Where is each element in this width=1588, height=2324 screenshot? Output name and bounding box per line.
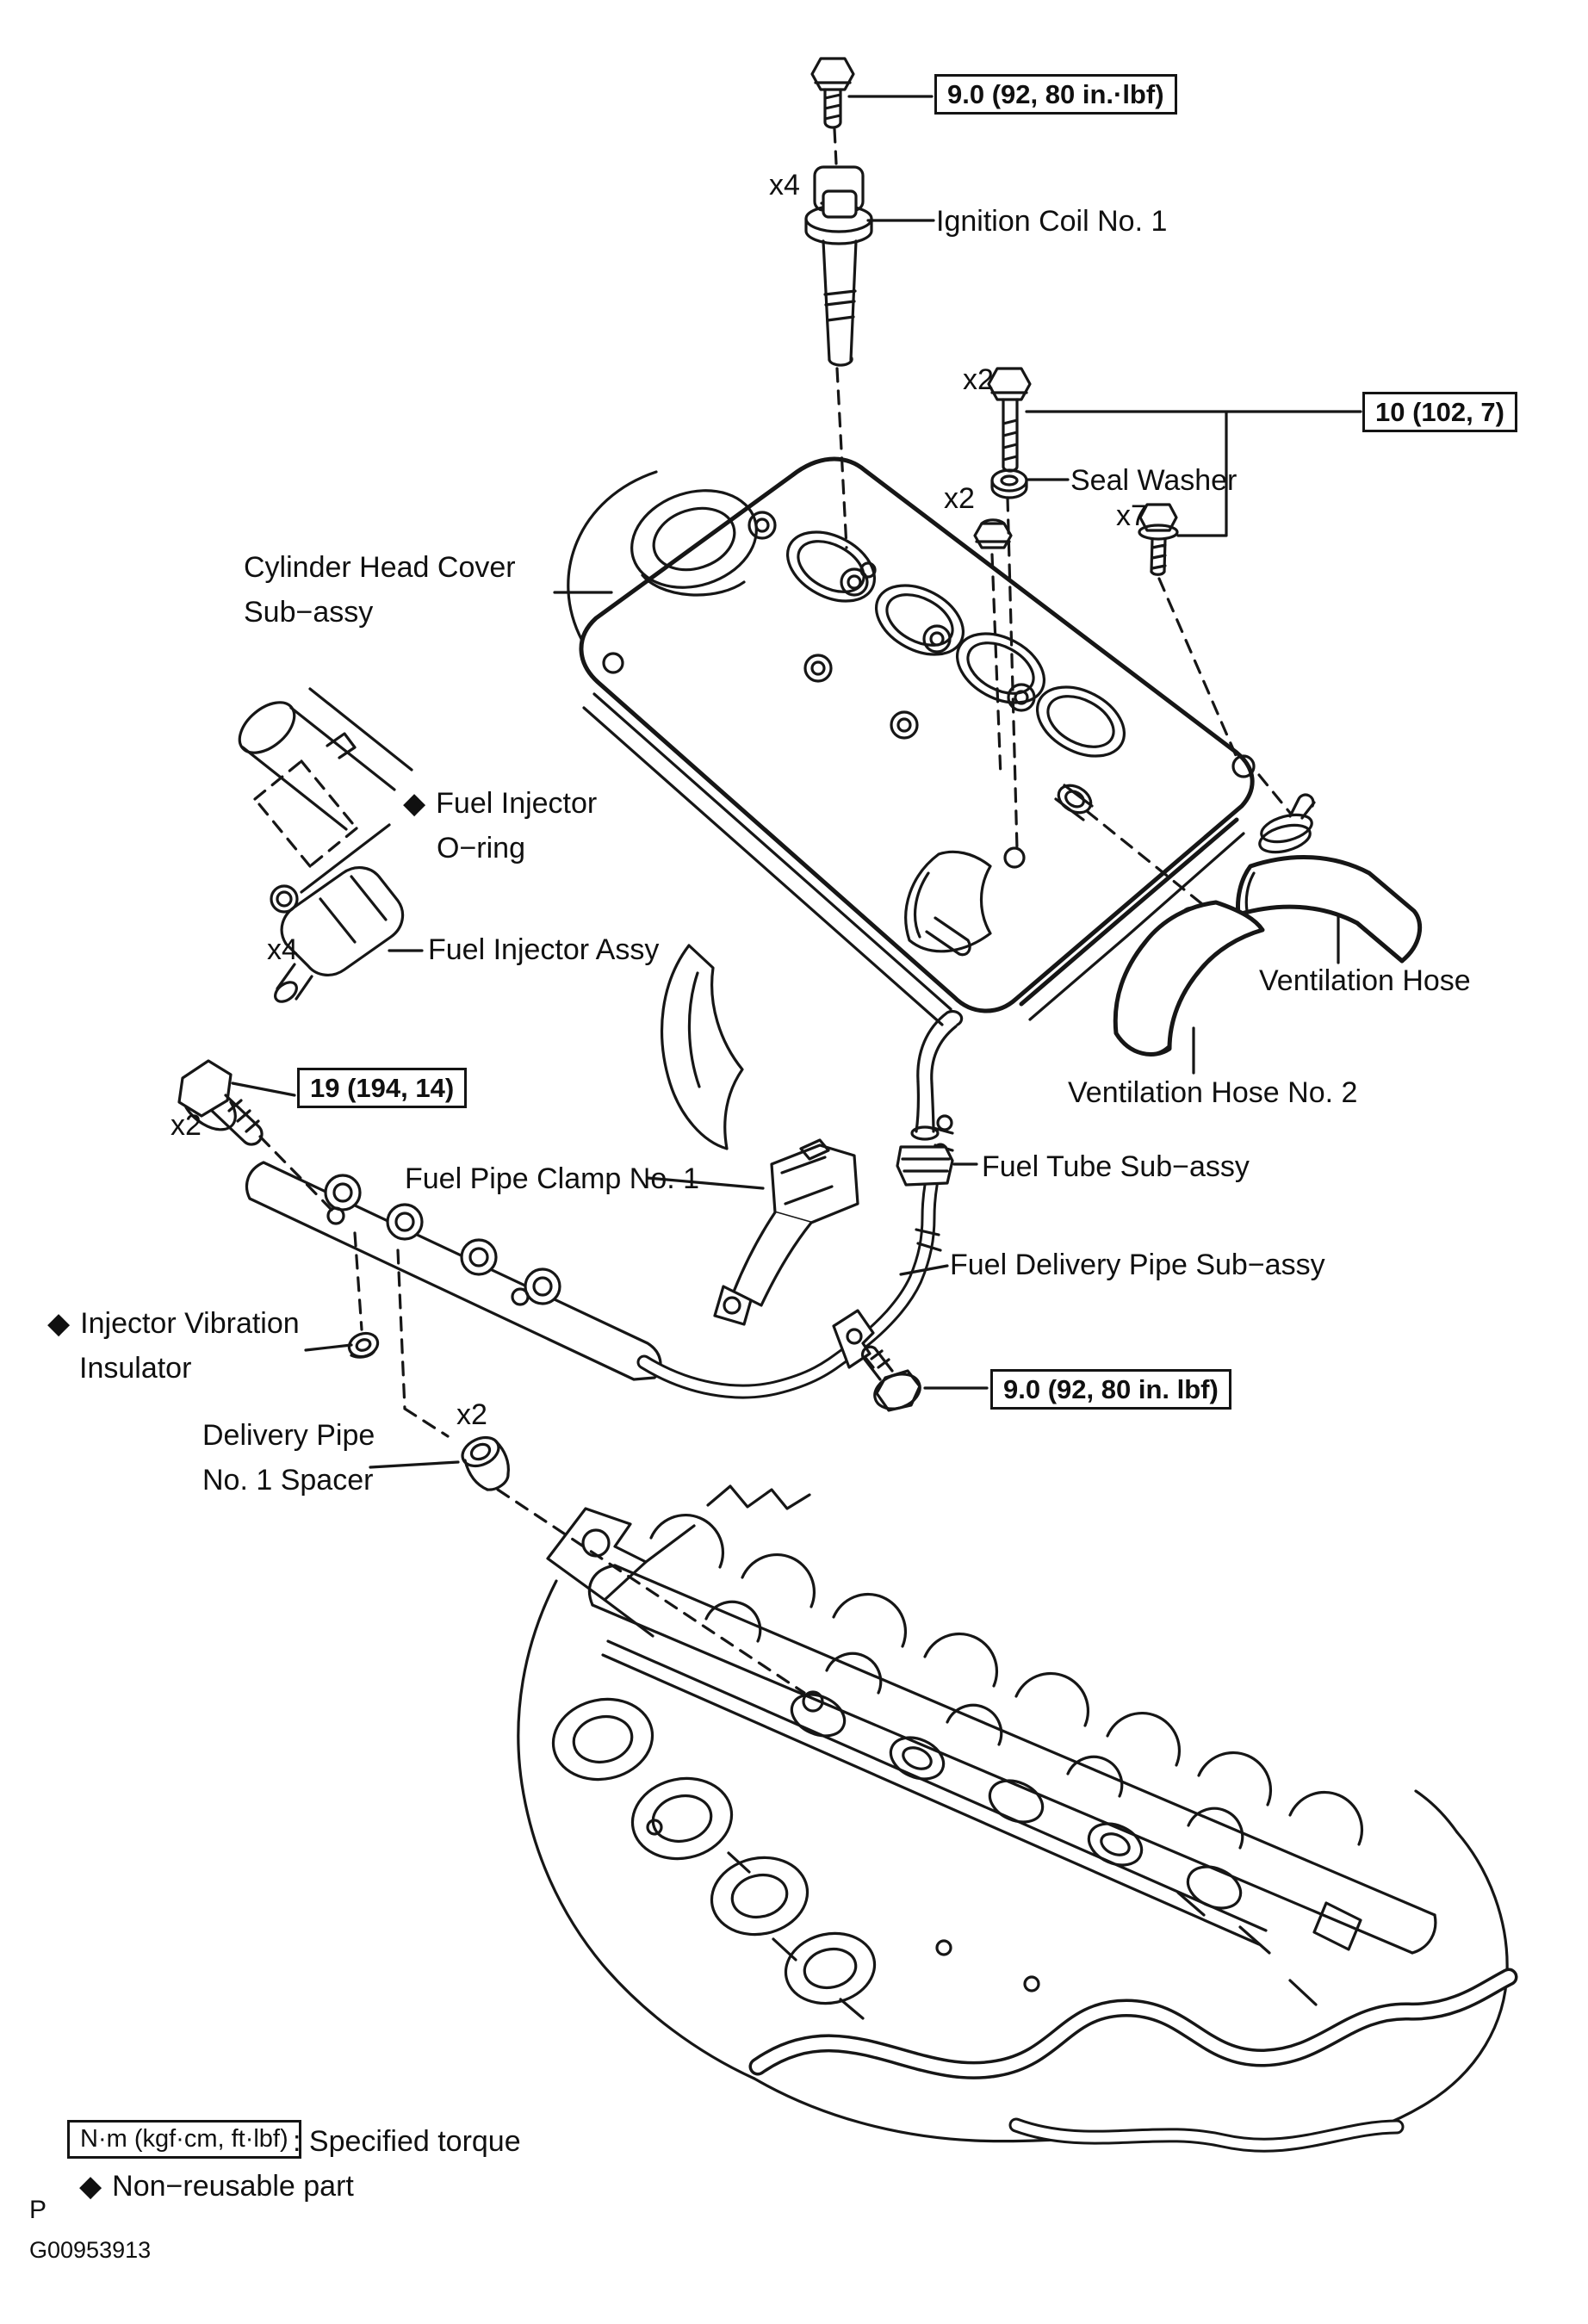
- qty-cover-cap-nut: x2: [944, 482, 975, 515]
- delivery-pipe-spacer-drawing: [396, 1249, 806, 1695]
- non-reusable-diamond-icon: ◆: [79, 2170, 102, 2203]
- label-ventilation-hose: Ventilation Hose: [1259, 964, 1471, 997]
- injector-vibration-insulator-drawing: [347, 1231, 380, 1359]
- qty-fuel-injector: x4: [267, 933, 298, 966]
- label-cylinder-head-cover-line2: Sub−assy: [244, 596, 374, 629]
- spacer-hole: [802, 1690, 824, 1713]
- label-fuel-pipe-clamp: Fuel Pipe Clamp No. 1: [405, 1162, 700, 1195]
- cylinder-head-cover-drawing: [567, 456, 1256, 1150]
- coil-bolt-drawing: [810, 57, 855, 165]
- ventilation-hose-drawing: [1236, 773, 1423, 964]
- qty-ignition-coil: x4: [769, 169, 800, 201]
- qty-cover-bolt: x7: [1116, 499, 1147, 532]
- torque-callout-delivery-pipe-bolts: 19 (194, 14): [297, 1068, 468, 1108]
- ventilation-hose-no2-drawing: [1085, 809, 1265, 1057]
- label-seal-washer: Seal Washer: [1070, 464, 1238, 497]
- leader-lines: [231, 95, 1362, 1469]
- non-reusable-diamond-icon: ◆: [47, 1307, 71, 1340]
- engine-assembly-drawing: [517, 1484, 1518, 2153]
- label-cylinder-head-cover-line1: Cylinder Head Cover: [244, 551, 516, 584]
- fuel-pipe-clamp-drawing: [713, 1138, 859, 1326]
- torque-callout-cover-bolts: 10 (102, 7): [1362, 392, 1517, 432]
- label-fuel-tube-subassy: Fuel Tube Sub−assy: [982, 1150, 1250, 1183]
- label-fuel-delivery-pipe-subassy: Fuel Delivery Pipe Sub−assy: [950, 1249, 1325, 1281]
- figure-code: G00953913: [29, 2237, 152, 2263]
- label-ignition-coil: Ignition Coil No. 1: [936, 205, 1168, 238]
- qty-delivery-pipe-bolt: x2: [171, 1109, 202, 1142]
- qty-spacer: x2: [456, 1398, 487, 1431]
- label-ventilation-hose-no2: Ventilation Hose No. 2: [1068, 1076, 1358, 1109]
- cover-cap-nut-drawing: [973, 518, 1013, 778]
- label-injector-vibration-line2: Insulator: [79, 1352, 192, 1385]
- legend-torque-meaning: : Specified torque: [293, 2125, 521, 2158]
- label-delivery-pipe-spacer-line1: Delivery Pipe: [202, 1419, 375, 1452]
- qty-cover-stud: x2: [963, 363, 994, 396]
- delivery-pipe-bolt-drawing: [177, 1059, 334, 1212]
- label-delivery-pipe-spacer-line2: No. 1 Spacer: [202, 1464, 374, 1497]
- legend-torque-symbol-box: N·m (kgf·cm, ft·lbf): [67, 2120, 301, 2159]
- label-injector-vibration-line1: ◆Injector Vibration: [47, 1307, 300, 1340]
- fuel-tube-clamp-bolt-drawing: [860, 1345, 921, 1412]
- cover-stud-bolt-drawing: [987, 367, 1032, 851]
- non-reusable-diamond-icon: ◆: [403, 787, 426, 820]
- cover-bolt-x7-drawing: [1138, 503, 1240, 763]
- page-letter: P: [29, 2196, 47, 2224]
- legend-nonreusable: ◆Non−reusable part: [79, 2170, 354, 2203]
- fuel-tube-connector-drawing: [896, 1009, 964, 1187]
- label-fuel-injector-oring-line1: ◆Fuel Injector: [403, 787, 598, 820]
- label-fuel-injector-oring-line2: O−ring: [437, 832, 525, 865]
- fuel-injector-drawing: [238, 687, 413, 1003]
- torque-callout-fuel-tube-clamp-bolt: 9.0 (92, 80 in. lbf): [990, 1369, 1231, 1410]
- label-fuel-injector-assy: Fuel Injector Assy: [428, 933, 660, 966]
- ignition-coil-drawing: [804, 165, 873, 549]
- torque-callout-coil-bolt: 9.0 (92, 80 in.·lbf): [934, 74, 1177, 115]
